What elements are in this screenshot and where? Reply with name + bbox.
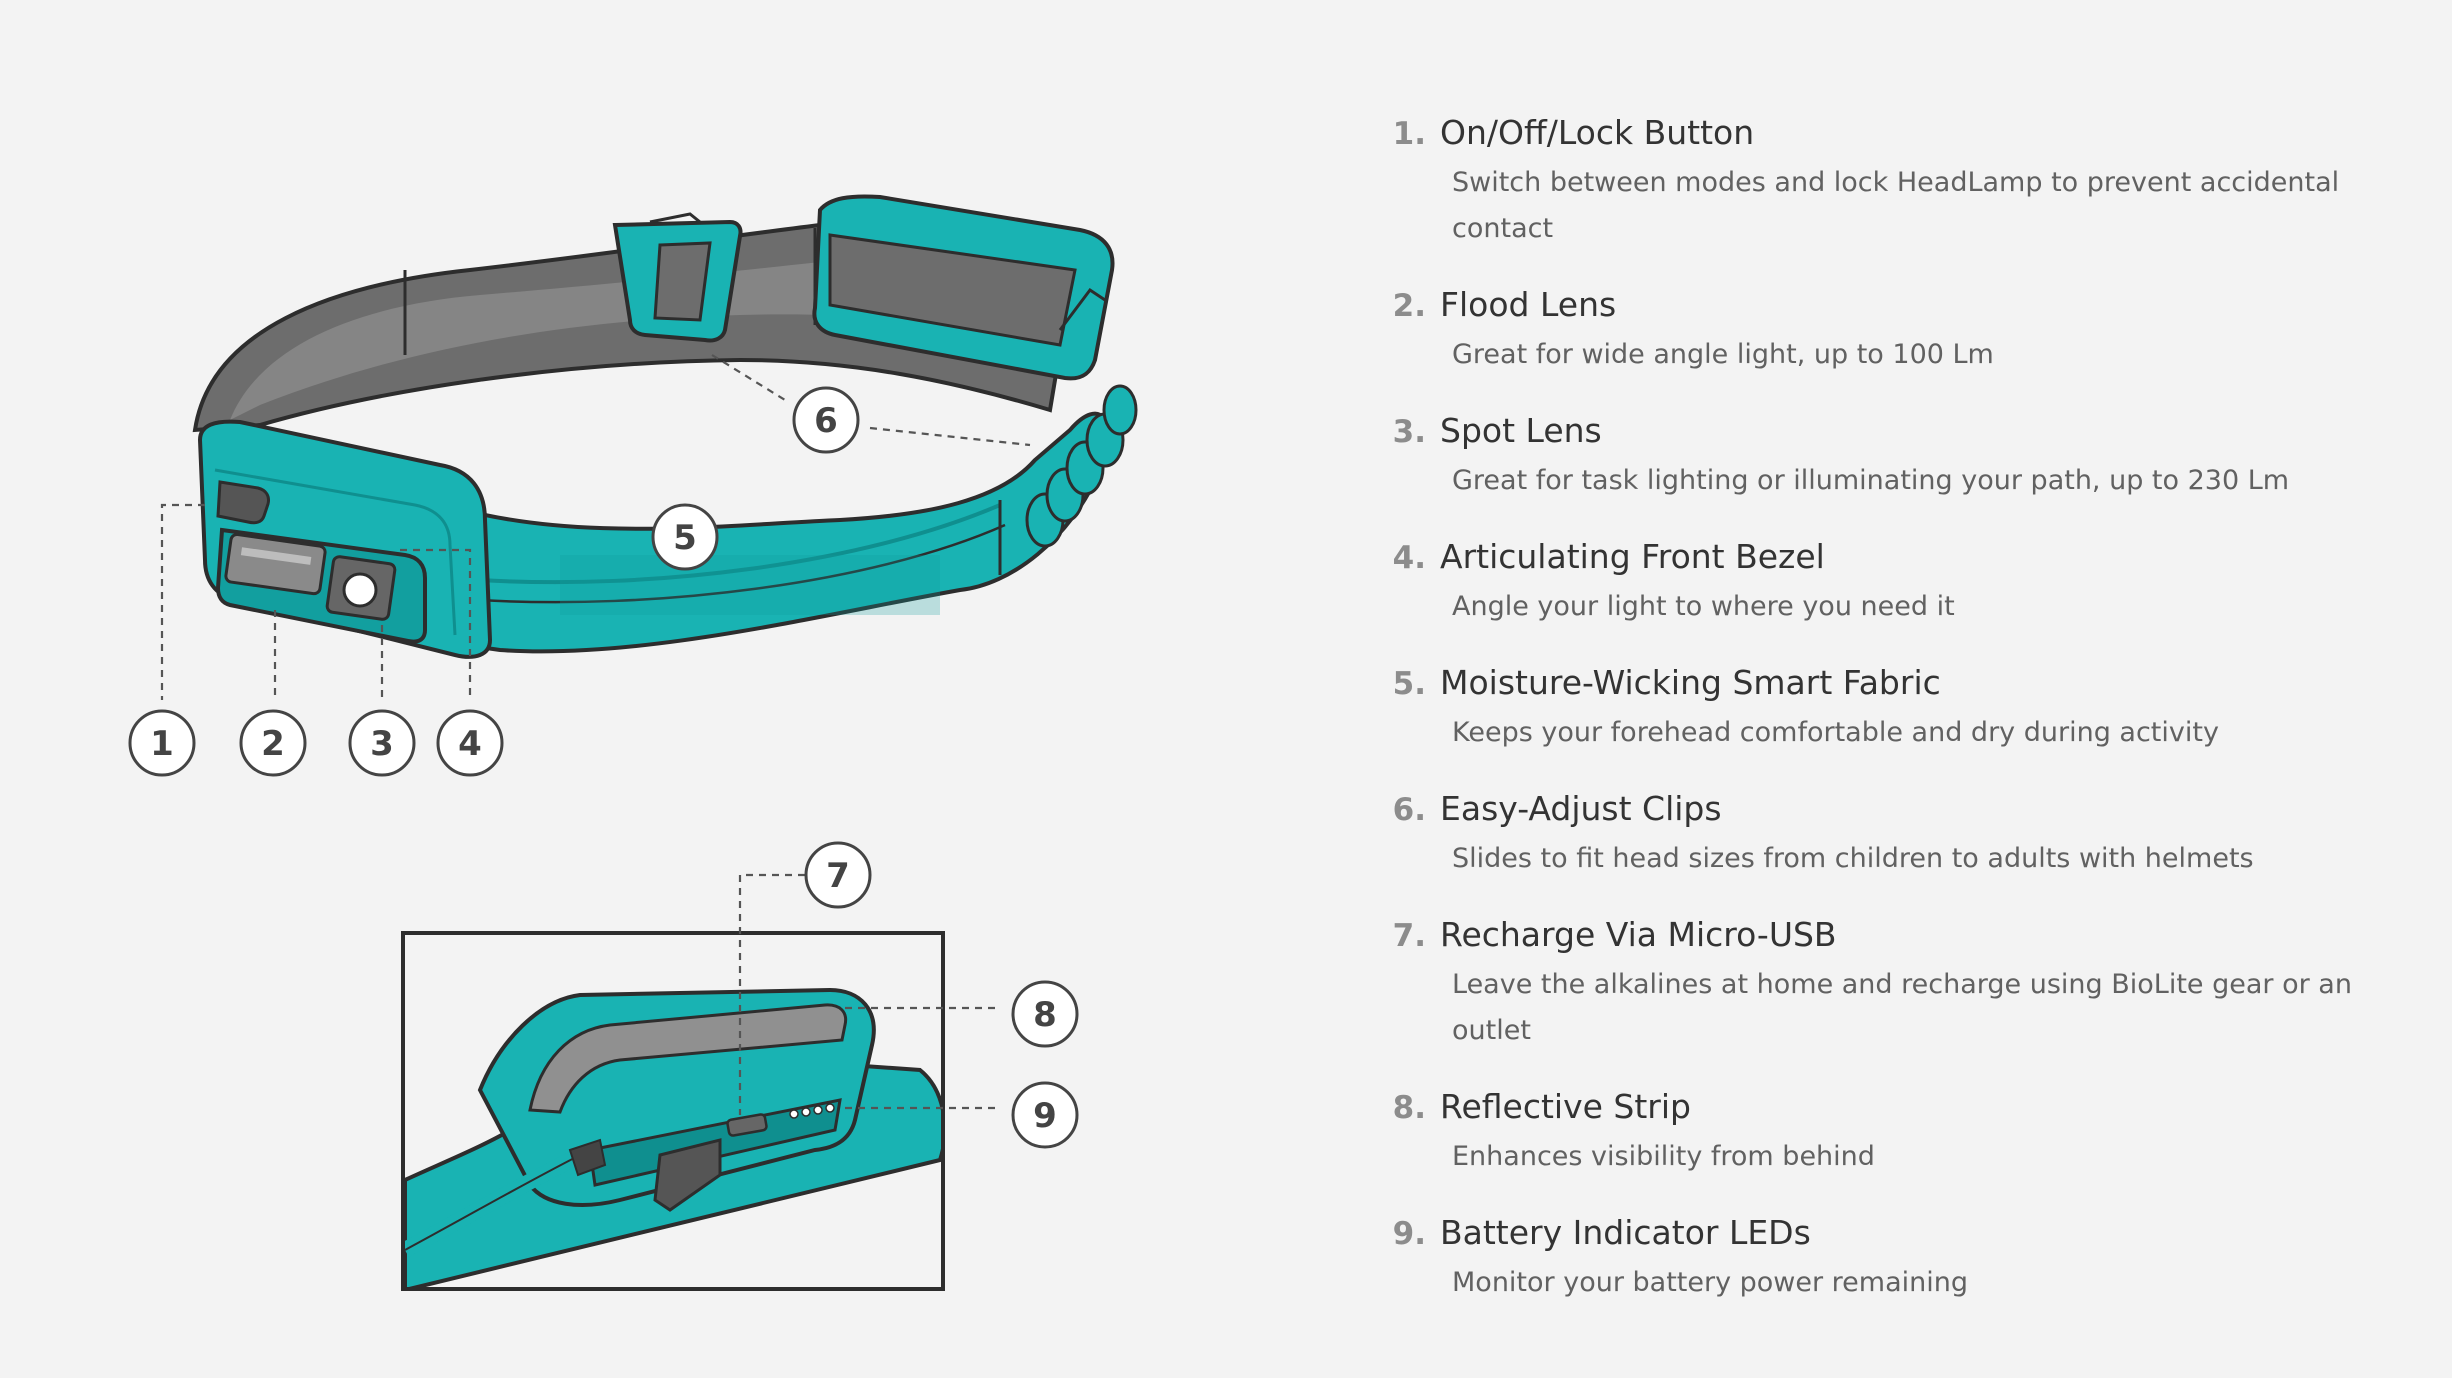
feature-title: Battery Indicator LEDs (1440, 1213, 1811, 1252)
feature-description: Great for task lighting or illuminating … (1452, 465, 2290, 496)
callout-label-5: 5 (673, 518, 697, 558)
feature-title: Spot Lens (1440, 411, 1602, 450)
callout-label-8: 8 (1033, 995, 1057, 1035)
callout-label-2: 2 (261, 724, 285, 764)
callout-2: 2 (239, 709, 307, 777)
feature-number: 7. (1392, 918, 1426, 954)
callout-3: 3 (348, 709, 416, 777)
battery-leds (789, 1103, 835, 1119)
feature-title: Easy-Adjust Clips (1440, 789, 1722, 828)
headlamp-illustration (192, 194, 1138, 659)
feature-list: 1. On/Off/Lock Button Switch between mode… (1380, 110, 2420, 1336)
feature-item-5: 5. Moisture-Wicking Smart Fabric Keeps yo… (1380, 660, 2420, 786)
feature-title: Reflective Strip (1440, 1087, 1691, 1126)
feature-title: Flood Lens (1440, 285, 1617, 324)
on-off-lock-button (216, 480, 270, 525)
callout-5: 5 (651, 503, 719, 571)
callout-label-4: 4 (458, 724, 482, 764)
feature-item-1: 1. On/Off/Lock Button Switch between mode… (1380, 110, 2420, 282)
feature-description: Enhances visibility from behind (1452, 1141, 1875, 1172)
callout-8: 8 (1011, 980, 1079, 1048)
micro-usb-port (726, 1113, 768, 1137)
headlamp-diagram: 1 2 3 4 5 6 7 8 9 (128, 194, 1138, 1291)
feature-number: 9. (1392, 1216, 1426, 1252)
feature-item-4: 4. Articulating Front Bezel Angle your li… (1380, 534, 2420, 660)
reflective-strip (528, 1003, 848, 1114)
callout-1: 1 (128, 709, 196, 777)
feature-description: Angle your light to where you need it (1452, 591, 1955, 622)
callout-6: 6 (792, 386, 860, 454)
front-band (428, 411, 1110, 654)
callout-4: 4 (436, 709, 504, 777)
feature-number: 6. (1392, 792, 1426, 828)
callout-9: 9 (1011, 1081, 1079, 1149)
callout-7: 7 (804, 841, 872, 909)
feature-item-7: 7. Recharge Via Micro-USB Leave the alkal… (1380, 912, 2420, 1084)
callout-label-6: 6 (814, 401, 838, 441)
feature-title: On/Off/Lock Button (1440, 113, 1755, 152)
usb-cover (653, 1138, 722, 1212)
leader-lines-inset (738, 873, 995, 1115)
spot-lens (342, 572, 378, 608)
leader-lines-main (160, 354, 1031, 700)
feature-title: Articulating Front Bezel (1440, 537, 1825, 576)
feature-item-3: 3. Spot Lens Great for task lighting or i… (1380, 408, 2420, 534)
coil-cord (1025, 384, 1138, 548)
feature-title: Moisture-Wicking Smart Fabric (1440, 663, 1941, 702)
feature-number: 3. (1392, 414, 1426, 450)
callout-label-3: 3 (370, 724, 394, 764)
callout-label-7: 7 (826, 856, 850, 896)
feature-item-6: 6. Easy-Adjust Clips Slides to fit head s… (1380, 786, 2420, 912)
feature-description: Great for wide angle light, up to 100 Lm (1452, 339, 1994, 370)
feature-title: Recharge Via Micro-USB (1440, 915, 1837, 954)
feature-number: 4. (1392, 540, 1426, 576)
feature-number: 8. (1392, 1090, 1426, 1126)
feature-description: Switch between modes and lock HeadLamp t… (1452, 167, 2340, 244)
callout-label-1: 1 (150, 724, 174, 764)
feature-description: Monitor your battery power remaining (1452, 1267, 1969, 1298)
feature-item-8: 8. Reflective Strip Enhances visibility f… (1380, 1084, 2420, 1210)
inset-detail (401, 931, 945, 1291)
feature-description: Slides to fit head sizes from children t… (1452, 843, 2254, 874)
feature-item-2: 2. Flood Lens Great for wide angle light,… (1380, 282, 2420, 408)
feature-number: 5. (1392, 666, 1426, 702)
feature-number: 2. (1392, 288, 1426, 324)
feature-description: Leave the alkalines at home and recharge… (1452, 969, 2352, 1046)
feature-description: Keeps your forehead comfortable and dry … (1452, 717, 2219, 748)
feature-item-9: 9. Battery Indicator LEDs Monitor your ba… (1380, 1210, 2420, 1336)
adjust-clip (612, 212, 743, 343)
callout-label-9: 9 (1033, 1096, 1057, 1136)
feature-number: 1. (1392, 116, 1426, 152)
